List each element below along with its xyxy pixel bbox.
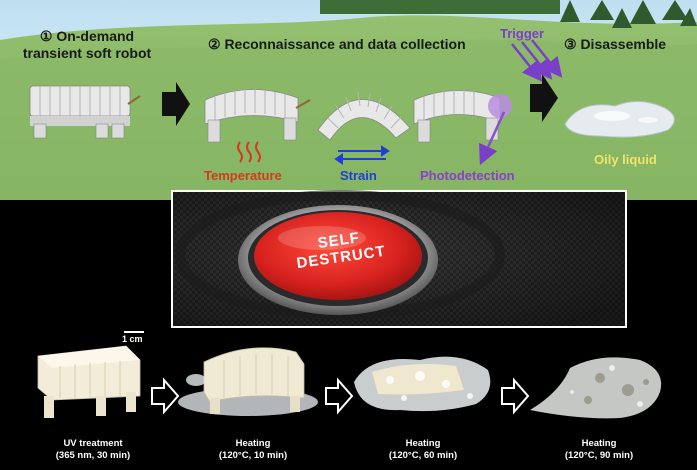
- robot-illustration-2: [204, 89, 311, 143]
- caption-1-line-1: UV treatment: [63, 438, 123, 449]
- strain-icon: [334, 145, 390, 165]
- caption-3-line-1: Heating: [405, 438, 441, 449]
- caption-2-line-2: (120°C, 10 min): [218, 450, 288, 461]
- caption-4-line-1: Heating: [581, 438, 617, 449]
- robot-illustration-3: [317, 91, 411, 141]
- step-1-title: ① On-demand transient soft robot: [12, 28, 162, 62]
- caption-2: Heating (120°C, 10 min): [198, 438, 308, 462]
- caption-2-line-1: Heating: [235, 438, 271, 449]
- step-3-title: ③ Disassemble: [564, 36, 667, 52]
- caption-1-line-2: (365 nm, 30 min): [55, 450, 131, 461]
- sample-photo-3: [354, 356, 491, 412]
- step-1-line-1: ① On-demand: [39, 28, 135, 44]
- step-1-line-2: transient soft robot: [22, 45, 152, 61]
- tree-line: [320, 0, 697, 28]
- caption-4: Heating (120°C, 90 min): [544, 438, 654, 462]
- strain-label: Strain: [340, 168, 377, 183]
- self-destruct-button[interactable]: [254, 212, 422, 300]
- caption-3: Heating (120°C, 60 min): [368, 438, 478, 462]
- arrow-step-1-2: [162, 82, 190, 126]
- sample-photo-1: [37, 345, 141, 418]
- robot-illustration-4: [413, 90, 512, 166]
- caption-1: UV treatment (365 nm, 30 min): [38, 438, 148, 462]
- sample-photo-4: [530, 357, 662, 419]
- robot-illustration-1: [29, 85, 141, 139]
- photodetector-sphere: [488, 94, 512, 118]
- process-arrows: [151, 377, 530, 415]
- trigger-arrows: [511, 39, 563, 82]
- caption-3-line-2: (120°C, 60 min): [388, 450, 458, 461]
- sample-photo-2: [178, 347, 318, 416]
- caption-4-line-2: (120°C, 90 min): [564, 450, 634, 461]
- step-2-title: ② Reconnaissance and data collection: [208, 36, 466, 52]
- arrow-step-2-3: [530, 74, 558, 122]
- scale-bar-label: 1 cm: [122, 334, 143, 344]
- trigger-label: Trigger: [500, 26, 545, 41]
- photodetection-label: Photodetection: [420, 168, 515, 183]
- oily-liquid-label: Oily liquid: [594, 152, 657, 167]
- temperature-icon: [237, 141, 261, 163]
- temperature-label: Temperature: [204, 168, 282, 183]
